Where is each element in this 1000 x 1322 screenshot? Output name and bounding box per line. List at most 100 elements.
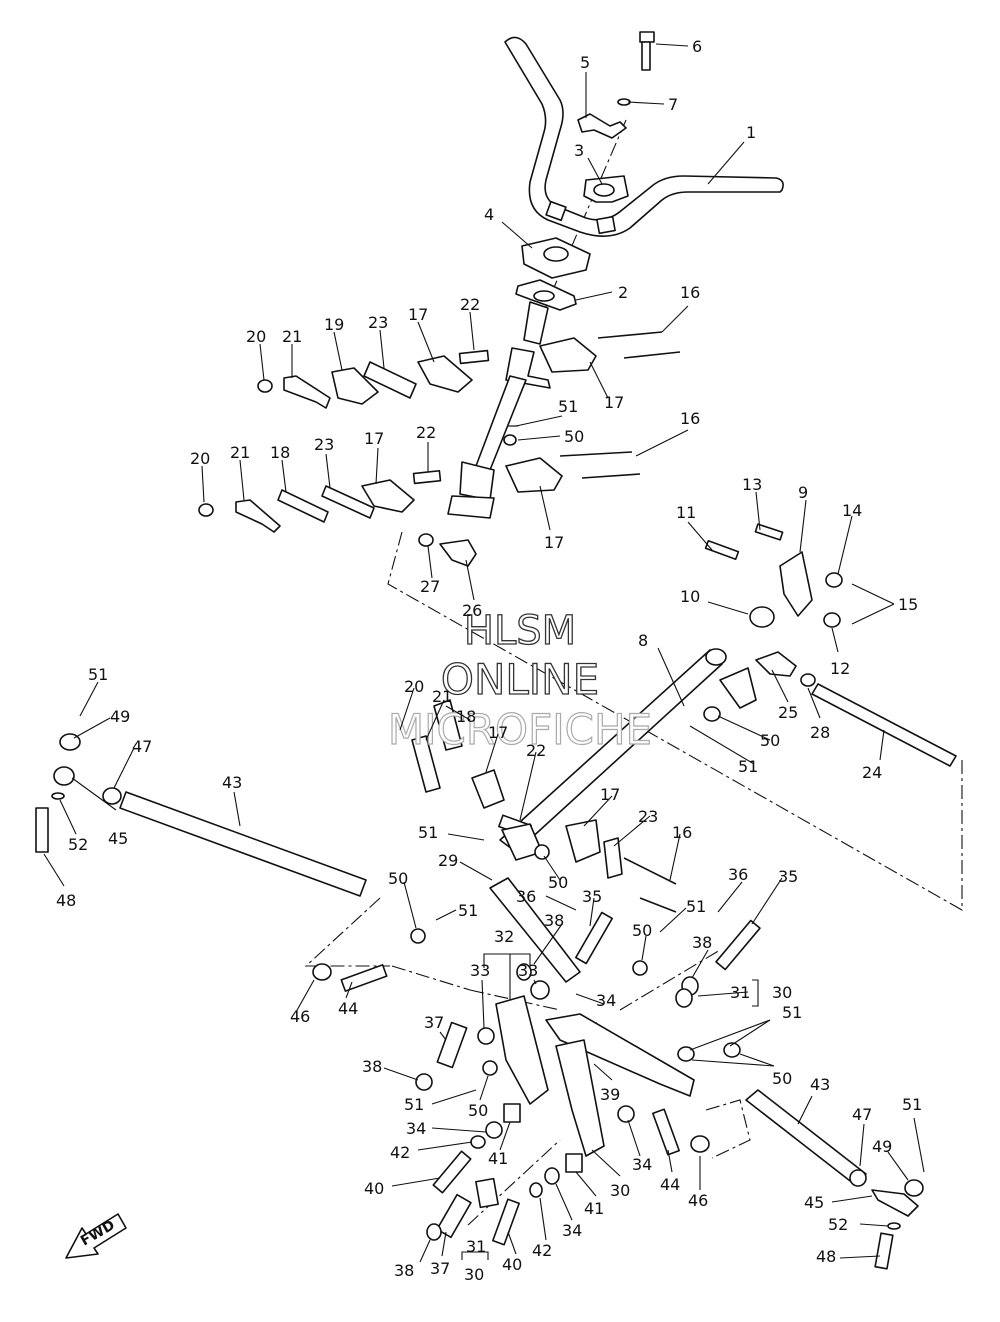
nut-12 [823, 612, 841, 628]
callout-23-middle: 23 [314, 435, 334, 454]
callout-44-left: 44 [338, 999, 358, 1018]
watermark-line-2: ONLINE [441, 655, 599, 704]
callout-16-lower: 16 [672, 823, 692, 842]
callout-43-left: 43 [222, 773, 242, 792]
bracket-9 [779, 551, 813, 617]
callout-13: 13 [742, 475, 762, 494]
bolt-40-lower [492, 1198, 520, 1246]
clamp-17-middle-left [361, 479, 415, 513]
callout-50-lower-left: 50 [468, 1101, 488, 1120]
bolt-16-middle-a [559, 451, 633, 457]
bushing-33-a [477, 1027, 495, 1045]
nut-20-upper [257, 379, 273, 393]
washer-42-a [470, 1135, 486, 1149]
callout-36-right: 36 [728, 865, 748, 884]
nut-20-middle [198, 503, 214, 517]
callout-6: 6 [692, 37, 702, 56]
callout-22-lower: 22 [526, 741, 546, 760]
nut-47-left [102, 787, 122, 805]
callout-41-lower: 41 [584, 1199, 604, 1218]
callout-41-upper: 41 [488, 1149, 508, 1168]
washer-52-left [51, 792, 65, 800]
callout-30-right: 30 [772, 983, 792, 1002]
callout-37-upper: 37 [424, 1013, 444, 1032]
pin-22-middle [412, 469, 442, 485]
nut-50-lower-c [632, 960, 648, 976]
middle-linkage-row [198, 425, 641, 567]
nut-27 [418, 533, 434, 547]
nut-46-right [690, 1135, 710, 1153]
callout-51-right: 51 [738, 757, 758, 776]
callout-38-middle: 38 [544, 911, 564, 930]
bushing-31-upper [675, 988, 693, 1008]
callout-44-right: 44 [660, 1175, 680, 1194]
pitman-arm-21-middle [235, 499, 281, 533]
callout-51-lower-right: 51 [782, 1003, 802, 1022]
callout-18-middle: 18 [270, 443, 290, 462]
callout-38-lower: 38 [394, 1261, 414, 1280]
callout-16-upper: 16 [680, 283, 700, 302]
callout-27: 27 [420, 577, 440, 596]
callout-47-left: 47 [132, 737, 152, 756]
clamp-17-upper-left [417, 355, 473, 393]
callout-52-right: 52 [828, 1215, 848, 1234]
forward-direction-indicator: FWD [65, 1213, 127, 1259]
callout-52-left: 52 [68, 835, 88, 854]
link-18-lower [433, 699, 463, 751]
callout-30-middle: 30 [610, 1181, 630, 1200]
nut-14 [825, 572, 843, 588]
callout-35-right: 35 [778, 867, 798, 886]
callout-35-middle: 35 [582, 887, 602, 906]
collar-37-upper [436, 1021, 468, 1069]
idler-arm-30 [555, 1039, 605, 1157]
washer-38-a [415, 1073, 433, 1091]
nut-50-lower-f [723, 1042, 741, 1058]
callout-11: 11 [676, 503, 696, 522]
tie-rod-end-26 [439, 539, 477, 567]
relay-arm-32 [495, 995, 549, 1105]
callout-20-middle: 20 [190, 449, 210, 468]
callout-51-lower-left: 51 [404, 1095, 424, 1114]
callout-15: 15 [898, 595, 918, 614]
bolt-16-upper-b [623, 351, 681, 359]
callout-50-left: 50 [388, 869, 408, 888]
callout-17-middle-left: 17 [364, 429, 384, 448]
callout-30-bottom: 30 [464, 1265, 484, 1284]
bushing-34-b [544, 1167, 560, 1185]
plate-19 [331, 367, 379, 405]
washer-38-d [426, 1223, 442, 1241]
callout-34-right: 34 [632, 1155, 652, 1174]
clamp-17-lower-right [565, 819, 601, 863]
callout-18-lower: 18 [456, 707, 476, 726]
bolt-40-upper [432, 1150, 472, 1194]
callout-14: 14 [842, 501, 862, 520]
callout-26: 26 [462, 601, 482, 620]
callout-20-lower: 20 [404, 677, 424, 696]
callout-32: 32 [494, 927, 514, 946]
callout-31-bottom: 31 [466, 1237, 486, 1256]
callout-23-upper: 23 [368, 313, 388, 332]
callout-10: 10 [680, 587, 700, 606]
upper-handlebar-holder [583, 175, 629, 203]
pin-22-upper [458, 349, 490, 365]
bushing-34-c [617, 1105, 635, 1123]
callout-45-right: 45 [804, 1193, 824, 1212]
lower-handlebar-holder [521, 237, 591, 279]
callout-31-right: 31 [730, 983, 750, 1002]
watermark: HLSM ONLINE MICROFICHE [387, 607, 652, 754]
bushing-33-b [530, 980, 550, 1000]
nut-50-lower-b [534, 844, 550, 860]
clamp-17-lower [471, 769, 505, 809]
bushing-41-b [565, 1153, 583, 1173]
callout-17-upper-left: 17 [408, 305, 428, 324]
callout-3: 3 [574, 141, 584, 160]
steering-column [447, 279, 577, 519]
bolt-44-left [340, 964, 388, 992]
bolt-16-middle-b [581, 473, 641, 479]
nut-28 [800, 673, 816, 687]
bolt-48-right [874, 1232, 894, 1270]
callout-7: 7 [668, 95, 678, 114]
arm-29 [489, 877, 581, 983]
bolt-35-middle [575, 911, 613, 965]
